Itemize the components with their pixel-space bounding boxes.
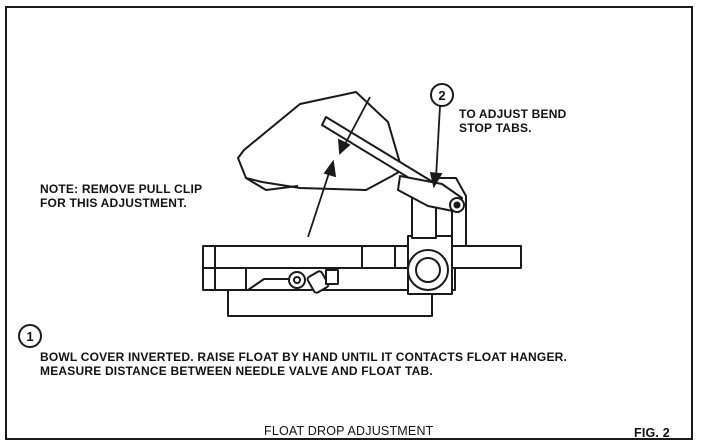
bowl-cover-lower-plate [227, 289, 433, 317]
callout-2-arrowhead [429, 171, 443, 189]
callout-2-text-line2: STOP TABS. [459, 121, 532, 135]
figure-frame [5, 6, 693, 440]
note-line1: NOTE: REMOVE PULL CLIP [40, 182, 203, 196]
callout-1-text-line1: BOWL COVER INVERTED. RAISE FLOAT BY HAND… [40, 350, 568, 364]
lower-measure-line [307, 169, 331, 238]
upper-measure-line [343, 96, 371, 147]
callout-2-number: 2 [430, 83, 454, 107]
note-line2: FOR THIS ADJUSTMENT. [40, 196, 187, 210]
figure-caption: FLOAT DROP ADJUSTMENT [264, 424, 434, 438]
callout-1-number: 1 [18, 324, 42, 348]
callout-2-leader [435, 105, 441, 179]
figure-label: FIG. 2 [634, 426, 670, 440]
callout-2-text-line1: TO ADJUST BEND [459, 107, 567, 121]
upper-measure-arrowhead [337, 138, 351, 155]
callout-1-text-line2: MEASURE DISTANCE BETWEEN NEEDLE VALVE AN… [40, 364, 433, 378]
lower-measure-arrowhead [323, 159, 337, 178]
float [237, 91, 403, 191]
fitting-nut [306, 270, 330, 294]
